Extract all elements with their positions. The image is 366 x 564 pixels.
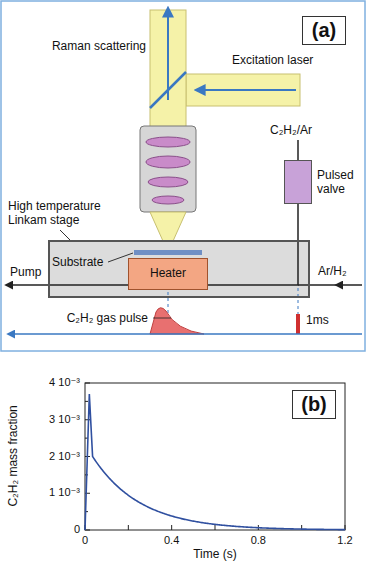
node-heading: Pulsed valve	[317, 169, 361, 197]
panel-label-box: (a)	[302, 16, 346, 45]
tick-label: 1 10⁻³	[28, 486, 80, 499]
node-label: Heater	[150, 267, 186, 281]
node-heading: High temperature Linkam stage	[8, 200, 120, 228]
tick-mark	[128, 525, 129, 530]
flow-label: Pump	[10, 266, 50, 280]
beam-label: Raman scattering	[46, 40, 146, 54]
laser-tube	[186, 74, 300, 106]
axis-title: C₂H₂ mass fraction	[7, 386, 21, 526]
gas-pipe	[48, 204, 298, 285]
substrate	[134, 250, 202, 255]
flow-label: Ar/H₂	[318, 265, 362, 279]
tick-label: 0	[65, 534, 105, 547]
timing-label: 1ms	[306, 314, 346, 328]
pump-arrow	[6, 284, 48, 286]
gas-inlet-line	[298, 284, 336, 286]
lens	[152, 196, 184, 204]
tick-label: 0	[28, 523, 80, 536]
heater-box: Heater	[128, 258, 208, 290]
pulsed-valve: Pulsed valve	[284, 160, 312, 204]
tick-mark	[215, 525, 216, 530]
dashed-guide	[298, 288, 299, 314]
tick-label: 0.8	[238, 534, 278, 547]
laser-arrow	[196, 89, 296, 91]
node-label: (b)	[301, 393, 327, 416]
tick-mark	[171, 525, 172, 530]
tick-label: 3 10⁻³	[28, 413, 80, 426]
panel-label-box: (b)	[292, 390, 336, 419]
chamber-fill	[48, 240, 310, 298]
tick-label: 4 10⁻³	[28, 376, 80, 389]
valve-feed	[297, 140, 299, 160]
panel-frame	[1, 1, 365, 351]
lens	[146, 156, 190, 168]
part-label: Substrate	[52, 256, 108, 270]
node-label: (a)	[312, 19, 336, 42]
lens	[146, 137, 190, 147]
tick-label: 1.2	[325, 534, 365, 547]
time-axis	[8, 333, 362, 335]
tick-mark	[85, 401, 88, 402]
pulse-label: C₂H₂ gas pulse	[56, 312, 148, 326]
chart	[85, 383, 345, 530]
gas-pulse	[150, 308, 204, 334]
objective	[140, 126, 196, 212]
gas-label: C₂H₂/Ar	[270, 124, 330, 138]
tick-label: 2 10⁻³	[28, 450, 80, 463]
raman-arrow	[167, 8, 169, 100]
beam-label: Excitation laser	[232, 54, 332, 68]
gas-inlet-arrow	[336, 284, 362, 286]
plot-frame	[85, 383, 345, 530]
tick-mark	[85, 383, 90, 384]
pulse-width	[153, 318, 171, 319]
tick-label: 0.4	[152, 534, 192, 547]
valve-pulse	[296, 314, 300, 334]
axis-title: Time (s)	[165, 548, 265, 562]
lens	[148, 177, 188, 187]
